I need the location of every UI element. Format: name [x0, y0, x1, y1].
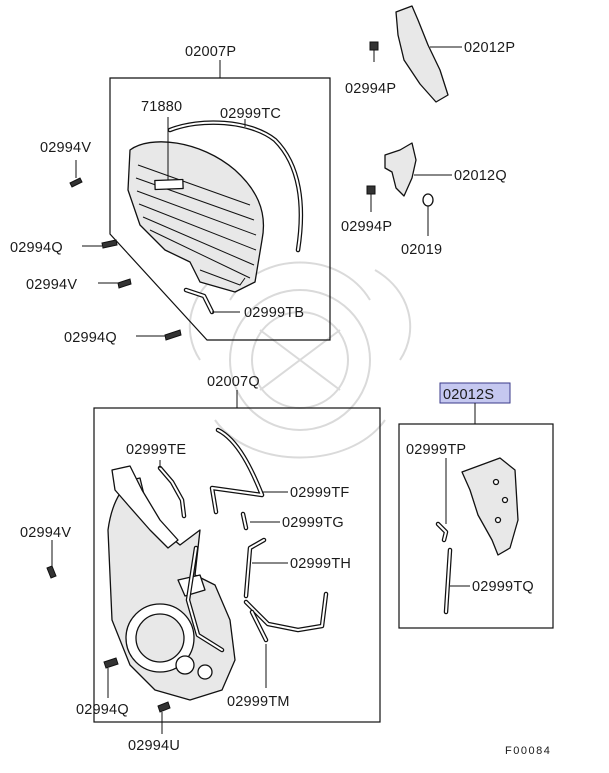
label-71880[interactable]: 71880: [141, 99, 182, 115]
label-02012S[interactable]: 02012S: [443, 387, 494, 403]
upper-timing-cover: [127, 141, 265, 293]
label-02994Q-upper[interactable]: 02994Q: [10, 240, 63, 256]
label-02999TP[interactable]: 02999TP: [406, 442, 466, 458]
cover-02012S: [461, 457, 519, 556]
label-02999TB[interactable]: 02999TB: [244, 305, 304, 321]
label-02994P-lower[interactable]: 02994P: [341, 219, 392, 235]
seal-02999TP: [435, 521, 449, 543]
label-02999TM[interactable]: 02999TM: [227, 694, 290, 710]
seal-02999TH: [243, 537, 267, 599]
seal-02999TF: [209, 427, 265, 515]
label-02999TH[interactable]: 02999TH: [290, 556, 351, 572]
seal-02999TE: [157, 465, 187, 519]
right-group-02012S: 02012S 02999TP 02999TQ: [398, 382, 554, 629]
label-02999TG[interactable]: 02999TG: [282, 515, 344, 531]
label-02994V-lower[interactable]: 02994V: [20, 525, 71, 541]
bracket-02012P: [395, 5, 449, 103]
figure-code: F00084: [505, 745, 551, 757]
seal-02999TM: [249, 609, 269, 643]
label-02994V-mid[interactable]: 02994V: [26, 277, 77, 293]
seal-lower-main: [185, 545, 329, 653]
bolt-02994P-upper: [369, 41, 379, 62]
bolt-02994V-lower: [46, 565, 57, 579]
bolt-02994P-lower: [366, 185, 376, 212]
label-02007Q[interactable]: 02007Q: [207, 374, 260, 390]
seal-02999TQ: [443, 547, 453, 615]
label-02019[interactable]: 02019: [401, 242, 442, 258]
top-right-parts: 02012P 02994P 02012Q 02994P 02019: [341, 5, 515, 258]
bolt-02994Q-lower: [164, 329, 182, 341]
seal-02999TB: [183, 287, 215, 315]
label-02994Q-bottom[interactable]: 02994Q: [76, 702, 129, 718]
lower-timing-cover-group: 02007Q 02999TE 02999TF: [20, 374, 381, 754]
seal-02999TC: [167, 120, 304, 253]
washer-02019: [422, 193, 434, 236]
bolt-02994Q-bottom: [103, 657, 119, 669]
bracket-02012Q: [384, 142, 417, 197]
upper-timing-cover-group: 02007P 71880 02999TC: [10, 44, 331, 346]
label-02999TE[interactable]: 02999TE: [126, 442, 186, 458]
lower-timing-cover: [107, 465, 236, 701]
label-02999TF[interactable]: 02999TF: [290, 485, 349, 501]
seal-02999TG: [240, 511, 249, 531]
label-02994U[interactable]: 02994U: [128, 738, 180, 754]
label-02994V-upper[interactable]: 02994V: [40, 140, 91, 156]
label-02012P[interactable]: 02012P: [464, 40, 515, 56]
label-02012Q[interactable]: 02012Q: [454, 168, 507, 184]
label-02007P[interactable]: 02007P: [185, 44, 236, 60]
right-group-frame: [398, 423, 554, 629]
label-02999TC[interactable]: 02999TC: [220, 106, 281, 122]
bolt-02994U: [157, 701, 171, 713]
label-02994Q-lower[interactable]: 02994Q: [64, 330, 117, 346]
label-02994P-upper[interactable]: 02994P: [345, 81, 396, 97]
upper-group-frame: [109, 77, 331, 341]
watermark-emblem: [188, 261, 412, 459]
bolt-02994V-mid: [117, 278, 132, 289]
bolt-02994V-upper: [69, 177, 83, 188]
bolt-02994Q-upper: [101, 239, 118, 249]
label-02999TQ[interactable]: 02999TQ: [472, 579, 534, 595]
